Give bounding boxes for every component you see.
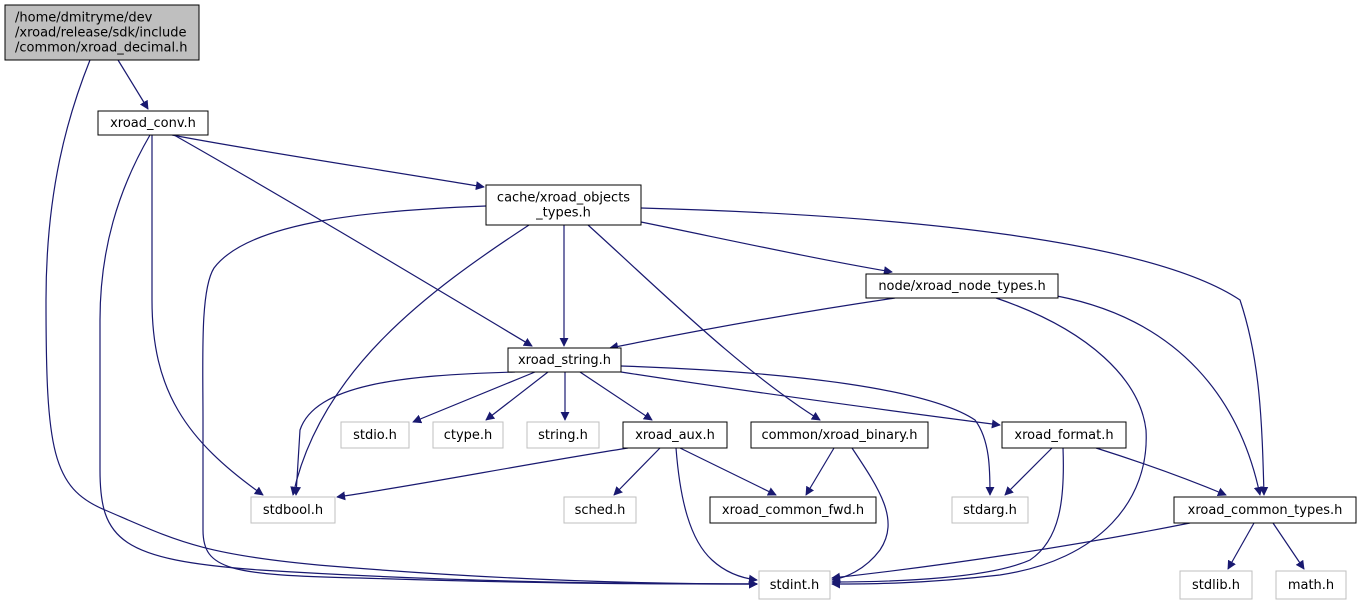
- node-sched: sched.h: [563, 496, 637, 524]
- node-box-stdbool: [250, 496, 336, 524]
- node-math: math.h: [1275, 570, 1347, 600]
- node-label-format: xroad_format.h: [1014, 428, 1113, 443]
- node-box-string: [507, 347, 622, 373]
- node-root[interactable]: /home/dmitryme/dev/xroad/release/sdk/inc…: [4, 4, 200, 61]
- edge-objects-to-stdbool: [290, 224, 530, 496]
- node-label-node_types: node/xroad_node_types.h: [878, 279, 1045, 294]
- node-box-string_h: [526, 421, 600, 449]
- edge-binary-to-fwd: [805, 447, 835, 496]
- node-label-stdarg: stdarg.h: [963, 503, 1017, 518]
- node-label-stdio: stdio.h: [353, 428, 397, 443]
- node-string[interactable]: xroad_string.h: [507, 347, 622, 373]
- node-label-string_h: string.h: [538, 428, 588, 443]
- node-box-stdint: [758, 570, 831, 600]
- edge-conv-to-stdint: [99, 134, 758, 589]
- node-string_h: string.h: [526, 421, 600, 449]
- edge-aux-to-sched: [613, 447, 661, 496]
- edge-string-to-format: [620, 371, 1001, 429]
- edge-format-to-stdint: [831, 447, 1064, 587]
- node-box-objects: [485, 184, 642, 226]
- node-objects[interactable]: cache/xroad_objects_types.h: [485, 184, 642, 226]
- node-box-root: [4, 4, 200, 61]
- edge-common_types-to-math: [1272, 522, 1305, 570]
- node-label-root-line-2: /common/xroad_decimal.h: [15, 41, 187, 56]
- node-node_types[interactable]: node/xroad_node_types.h: [865, 273, 1059, 299]
- node-label-ctype: ctype.h: [444, 428, 493, 443]
- node-label-conv: xroad_conv.h: [110, 116, 196, 131]
- node-label-root-line-1: /xroad/release/sdk/include: [15, 26, 187, 41]
- edge-common_types-to-stdlib: [1227, 522, 1255, 570]
- node-stdbool: stdbool.h: [250, 496, 336, 524]
- edge-node_types-to-stdint: [831, 297, 1147, 589]
- node-format[interactable]: xroad_format.h: [1001, 421, 1127, 449]
- edge-conv-to-objects: [171, 134, 485, 191]
- node-box-aux: [622, 421, 728, 449]
- edge-root-to-conv: [117, 59, 149, 110]
- node-label-sched: sched.h: [575, 503, 626, 518]
- node-binary[interactable]: common/xroad_binary.h: [750, 421, 929, 449]
- node-stdio: stdio.h: [340, 421, 410, 449]
- node-box-common_types: [1173, 496, 1357, 524]
- node-label-objects-line-0: cache/xroad_objects: [497, 191, 630, 206]
- node-label-aux: xroad_aux.h: [635, 428, 715, 443]
- node-label-stdbool: stdbool.h: [263, 503, 323, 518]
- node-common_types[interactable]: xroad_common_types.h: [1173, 496, 1357, 524]
- node-box-node_types: [865, 273, 1059, 299]
- node-label-string: xroad_string.h: [518, 353, 611, 368]
- node-box-stdlib: [1179, 570, 1253, 600]
- node-fwd[interactable]: xroad_common_fwd.h: [709, 496, 877, 524]
- node-box-math: [1275, 570, 1347, 600]
- node-conv[interactable]: xroad_conv.h: [97, 110, 209, 136]
- node-label-stdint: stdint.h: [770, 578, 819, 593]
- node-label-stdlib: stdlib.h: [1192, 578, 1240, 593]
- node-stdlib: stdlib.h: [1179, 570, 1253, 600]
- node-box-sched: [563, 496, 637, 524]
- node-stdarg: stdarg.h: [951, 496, 1029, 524]
- edge-aux-to-stdint: [675, 447, 758, 584]
- edge-objects-to-common_types: [640, 207, 1269, 496]
- edge-root-to-stdint: [45, 59, 758, 589]
- node-ctype: ctype.h: [432, 421, 504, 449]
- node-aux[interactable]: xroad_aux.h: [622, 421, 728, 449]
- edge-conv-to-stdbool: [151, 135, 264, 496]
- node-label-math: math.h: [1288, 578, 1334, 593]
- edge-objects-to-binary: [587, 224, 821, 421]
- node-label-root-line-0: /home/dmitryme/dev: [15, 11, 153, 26]
- node-box-stdarg: [951, 496, 1029, 524]
- edge-aux-to-stdbool: [336, 447, 629, 501]
- edge-binary-to-stdint: [831, 447, 889, 584]
- edge-node_types-to-common_types: [1056, 295, 1263, 496]
- edge-string-to-stdbool: [292, 371, 516, 496]
- node-box-fwd: [709, 496, 877, 524]
- edge-string-to-aux: [579, 371, 653, 421]
- edge-aux-to-fwd: [679, 447, 777, 496]
- edge-common_types-to-stdint: [831, 522, 1191, 582]
- edge-string-to-stdarg: [620, 365, 995, 496]
- node-label-common_types: xroad_common_types.h: [1188, 503, 1343, 518]
- edge-objects-to-stdint: [202, 205, 758, 589]
- edge-string-to-stdio: [412, 371, 536, 424]
- edge-node_types-to-string: [609, 297, 896, 351]
- node-label-objects-line-1: _types.h: [535, 206, 591, 221]
- edge-conv-to-string: [173, 134, 533, 347]
- node-stdint: stdint.h: [758, 570, 831, 600]
- edges-layer: [45, 59, 1305, 589]
- nodes-layer: /home/dmitryme/dev/xroad/release/sdk/inc…: [4, 4, 1357, 600]
- edge-objects-to-node_types: [640, 221, 893, 276]
- node-label-fwd: xroad_common_fwd.h: [722, 503, 864, 518]
- edge-format-to-stdarg: [1004, 447, 1053, 496]
- edge-string-to-ctype: [485, 371, 549, 421]
- node-box-binary: [750, 421, 929, 449]
- node-box-stdio: [340, 421, 410, 449]
- node-box-ctype: [432, 421, 504, 449]
- node-box-format: [1001, 421, 1127, 449]
- edge-format-to-common_types: [1095, 447, 1227, 497]
- node-box-conv: [97, 110, 209, 136]
- node-label-binary: common/xroad_binary.h: [761, 428, 917, 443]
